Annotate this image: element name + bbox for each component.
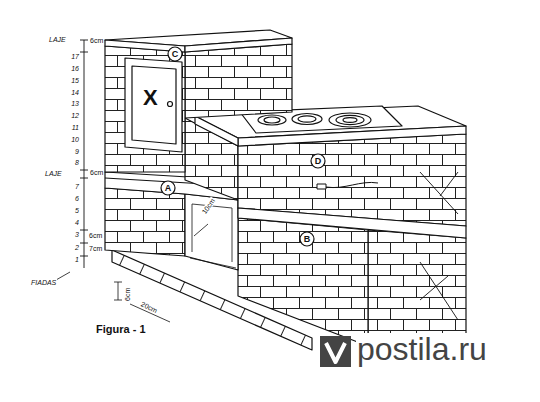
course-number: 7 [74, 183, 80, 190]
callout-circle: B [299, 231, 315, 247]
courses-label: FIADAS [30, 279, 57, 286]
callout-circle: C [167, 46, 183, 62]
course-number: 5 [74, 207, 80, 214]
dimension: 6cm [124, 287, 131, 302]
callout-letter: B [304, 235, 311, 244]
course-number: 15 [70, 77, 80, 84]
course-number: 2 [74, 244, 80, 251]
course-number: 11 [71, 124, 80, 131]
course-number: 14 [70, 89, 80, 96]
callout-letter: D [315, 157, 322, 166]
callout-letter: C [172, 50, 179, 59]
dimension: 6cm [88, 232, 103, 239]
course-number: 13 [70, 100, 80, 107]
callout-letter: A [165, 184, 172, 193]
dimension: 7cm [88, 245, 103, 252]
course-number: 9 [74, 148, 80, 155]
course-number: 17 [70, 53, 80, 60]
course-number: 16 [70, 65, 80, 72]
watermark: postila.ru [356, 333, 488, 367]
course-number: 10 [70, 136, 80, 143]
slab-label: LAJE [44, 170, 63, 177]
slab-label: LAJE [48, 36, 67, 43]
figure-caption: Figura - 1 [95, 324, 147, 336]
course-number: 1 [74, 256, 80, 263]
course-number: 12 [70, 112, 80, 119]
dimension: 6cm [89, 169, 104, 176]
door-mark: X [142, 86, 159, 109]
callout-circle: D [310, 153, 326, 169]
dimension: 6cm [89, 37, 104, 44]
course-number: 4 [74, 219, 80, 226]
course-number: 6 [74, 195, 80, 202]
callout-circle: A [160, 180, 176, 196]
course-number: 3 [74, 231, 80, 238]
course-number: 8 [74, 159, 80, 166]
